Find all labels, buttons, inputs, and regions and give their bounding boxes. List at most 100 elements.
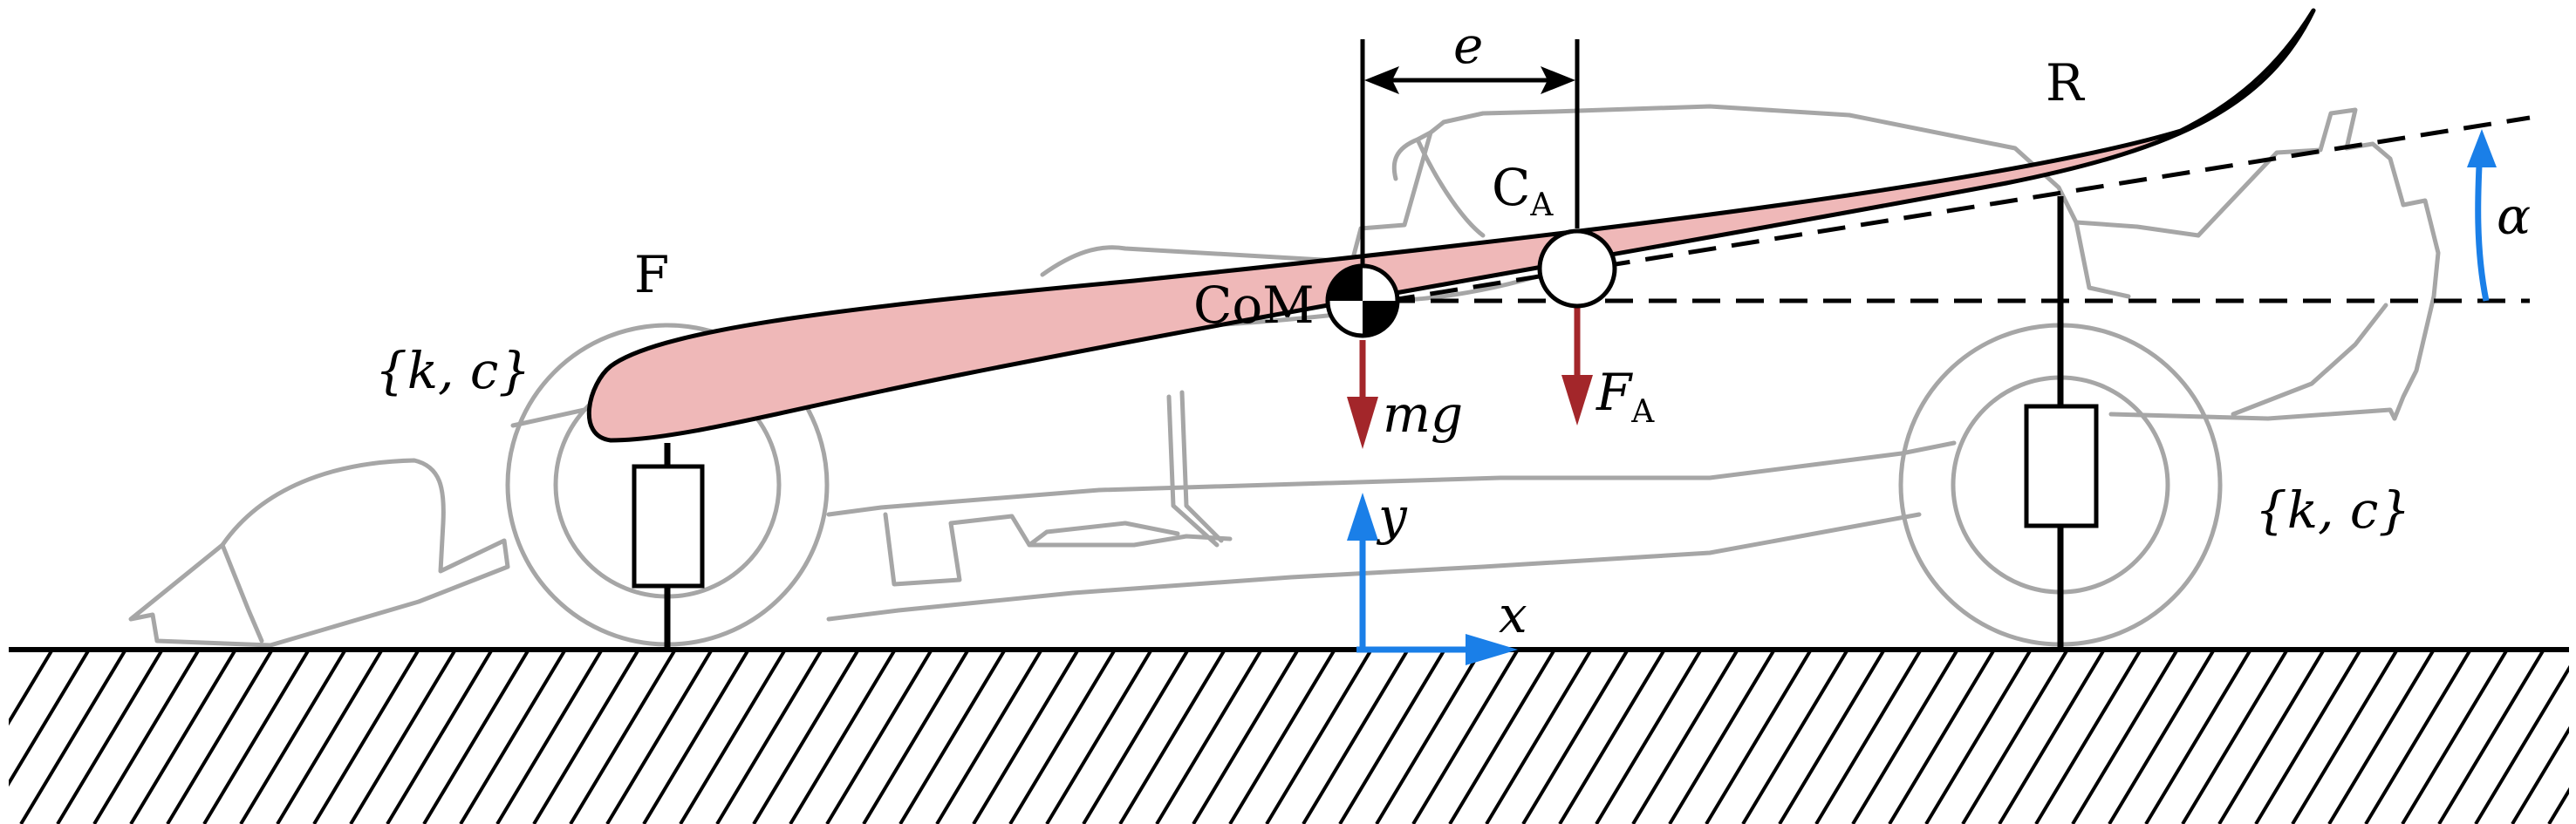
hatch-line xyxy=(1411,648,1520,824)
hatch-line xyxy=(752,648,860,824)
hatch-line xyxy=(2071,648,2179,824)
hatch-line xyxy=(239,648,347,824)
hatch-line xyxy=(789,648,897,824)
hatch-line xyxy=(2547,787,2569,824)
hatch-line xyxy=(1998,648,2106,824)
hatch-line xyxy=(422,648,530,824)
rear-label: R xyxy=(2046,53,2086,112)
hatch-line xyxy=(202,648,311,824)
offset-arrowhead-left xyxy=(1364,66,1399,94)
hatch-line xyxy=(642,648,750,824)
suspension-rear-label: {k, c} xyxy=(2255,480,2410,540)
pitch-angle-arrowhead xyxy=(2467,129,2497,167)
hatch-line xyxy=(1008,648,1117,824)
rear-damper xyxy=(2024,404,2099,528)
car-floor xyxy=(826,440,1957,517)
wing-airfoil xyxy=(586,8,2316,443)
hatch-line xyxy=(935,648,1043,824)
sidepod-detail xyxy=(883,512,1233,587)
ca-label: CA xyxy=(1492,158,1554,223)
body-line xyxy=(1040,104,2201,277)
axis-x-label: x xyxy=(1499,585,1527,644)
hatch-line xyxy=(1558,648,1666,824)
sidepod-intake xyxy=(1027,521,1180,548)
hatch-line xyxy=(972,648,1080,824)
rear-diffuser xyxy=(2231,303,2388,417)
hatch-line xyxy=(1155,648,1263,824)
front-suspension xyxy=(632,443,705,650)
ground xyxy=(9,647,2569,824)
hatch-line xyxy=(1741,648,1849,824)
hatch-line xyxy=(1851,648,1959,824)
hatch-line xyxy=(2364,648,2472,824)
hatch-line xyxy=(605,648,714,824)
y-axis-arrowhead xyxy=(1347,493,1378,541)
hatch-line xyxy=(2401,648,2509,824)
hatch-line xyxy=(899,648,1007,824)
car-nose xyxy=(128,458,510,648)
com-label: CoM xyxy=(1193,276,1315,335)
gravity-force-label: mg xyxy=(1383,385,1463,444)
hatch-line xyxy=(276,648,384,824)
hatch-line xyxy=(312,648,420,824)
cockpit-rear xyxy=(1415,137,1486,238)
hatch-line xyxy=(1228,648,1336,824)
suspension-front-label: {k, c} xyxy=(375,341,530,400)
hatch-line xyxy=(1888,648,1996,824)
hatch-line xyxy=(495,648,604,824)
hatch-line xyxy=(1082,648,1190,824)
hatch-line xyxy=(56,648,164,824)
hatch-line xyxy=(1192,648,1300,824)
radiator-line-2 xyxy=(1166,394,1220,548)
hatch-line xyxy=(1961,648,2069,824)
rear-wing xyxy=(2196,107,2441,421)
car-floor-lower xyxy=(826,512,1922,622)
hatch-line xyxy=(2108,648,2216,824)
hatch-line xyxy=(129,648,237,824)
ground-hatching xyxy=(9,648,2569,824)
ca-symbol xyxy=(1537,228,1617,309)
hatch-line xyxy=(166,648,274,824)
hatch-line xyxy=(1375,648,1483,824)
hatch-line xyxy=(862,648,970,824)
aero-force-arrow xyxy=(1561,307,1593,426)
x-axis-arrowhead xyxy=(1466,634,1518,665)
hatch-line xyxy=(1118,648,1227,824)
hatch-line xyxy=(2034,648,2142,824)
hatch-line xyxy=(9,648,54,726)
axis-y-label: y xyxy=(1376,487,1408,546)
hatch-line xyxy=(1485,648,1593,824)
offset-label: e xyxy=(1453,16,1483,75)
hatch-line xyxy=(1631,648,1739,824)
coordinate-axes xyxy=(1347,493,1518,665)
hatch-line xyxy=(569,648,677,824)
com-symbol xyxy=(1325,263,1400,338)
hatch-line xyxy=(1265,648,1373,824)
hatch-line xyxy=(1448,648,1556,824)
hatch-line xyxy=(825,648,933,824)
hatch-line xyxy=(2437,648,2545,824)
gravity-force-arrow xyxy=(1347,340,1378,449)
aero-force-label: FA xyxy=(1595,363,1655,430)
rear-wing-lower xyxy=(2108,407,2397,421)
hatch-line xyxy=(1045,648,1153,824)
hatch-line xyxy=(2327,648,2436,824)
radiator-line xyxy=(1179,390,1224,543)
hatch-line xyxy=(386,648,494,824)
hatch-line xyxy=(92,648,201,824)
rear-suspension xyxy=(2024,196,2099,650)
hatch-line xyxy=(1302,648,1410,824)
hatch-line xyxy=(2254,648,2362,824)
hatch-line xyxy=(2217,648,2326,824)
hatch-line xyxy=(532,648,640,824)
rear-end xyxy=(2074,220,2131,299)
front-damper xyxy=(632,464,705,589)
pitch-angle-label: α xyxy=(2497,187,2531,246)
front-wing-endplate xyxy=(220,542,264,644)
hatch-line xyxy=(1924,648,2033,824)
hatch-line xyxy=(2474,664,2569,824)
hatch-line xyxy=(1668,648,1776,824)
hatch-line xyxy=(679,648,787,824)
hatch-line xyxy=(19,648,127,824)
